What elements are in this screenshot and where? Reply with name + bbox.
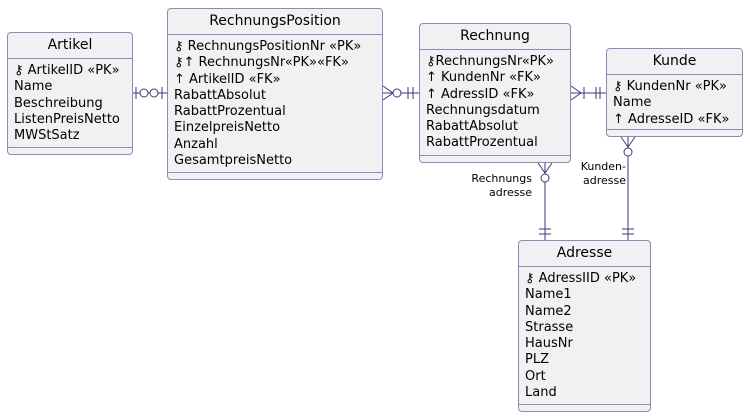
attribute-adressiid: ⚷ AdressIID «PK» bbox=[525, 271, 637, 286]
attribute-list: ⚷RechnungsNr«PK» ↑ KundenNr «FK» ↑ Adres… bbox=[420, 50, 570, 152]
attribute-artikelid: ↑ ArtikelID «FK» bbox=[174, 71, 281, 87]
relation-rechnung-adresse bbox=[537, 162, 553, 240]
label-line: Rechnungs bbox=[471, 172, 532, 185]
attribute-name2: Name2 bbox=[525, 303, 572, 319]
attribute-anzahl: Anzahl bbox=[174, 136, 218, 152]
entity-kunde: Kunde ⚷ KundenNr «PK» Name ↑ AdresseID «… bbox=[606, 48, 743, 137]
attribute-adresseid: ↑ AdresseID «FK» bbox=[613, 111, 730, 127]
relation-artikel-rechnungsposition bbox=[132, 87, 167, 99]
attribute-land: Land bbox=[525, 385, 557, 401]
relation-rechnung-kunde bbox=[570, 85, 606, 101]
entity-title: Adresse bbox=[519, 241, 650, 267]
attribute-rechnungsdatum: Rechnungsdatum bbox=[426, 102, 540, 118]
label-line: Kunden- bbox=[580, 160, 626, 173]
entity-title: RechnungsPosition bbox=[168, 9, 382, 35]
entity-footer-divider bbox=[519, 404, 650, 405]
relationship-label-kundenadresse: Kunden- adresse bbox=[560, 160, 626, 188]
attribute-artikelid: ⚷ ArtikelID «PK» bbox=[14, 63, 120, 78]
relationship-label-rechnungsadresse: Rechnungs adresse bbox=[462, 172, 532, 200]
attribute-adressid: ↑ AdressID «FK» bbox=[426, 86, 535, 102]
attribute-list: ⚷ AdressIID «PK» Name1 Name2 Strasse Hau… bbox=[519, 267, 650, 401]
attribute-kundennr: ⚷ KundenNr «PK» bbox=[613, 79, 727, 94]
entity-footer-divider bbox=[420, 155, 570, 156]
attribute-ort: Ort bbox=[525, 368, 546, 384]
attribute-hausnr: HausNr bbox=[525, 336, 573, 352]
entity-title: Artikel bbox=[8, 33, 132, 59]
attribute-list: ⚷ KundenNr «PK» Name ↑ AdresseID «FK» bbox=[607, 75, 742, 128]
attribute-name1: Name1 bbox=[525, 287, 572, 303]
attribute-list: ⚷ ArtikelID «PK» Name Beschreibung Liste… bbox=[8, 59, 132, 144]
attribute-name: Name bbox=[14, 79, 53, 95]
attribute-kundennr: ↑ KundenNr «FK» bbox=[426, 70, 541, 86]
relation-rechnungsposition-rechnung bbox=[382, 85, 419, 101]
attribute-rechnungsnr: ⚷↑ RechnungsNr«PK»«FK» bbox=[174, 55, 349, 71]
attribute-rabattabsolut: RabattAbsolut bbox=[426, 119, 518, 135]
attribute-einzelpreisnetto: EinzelpreisNetto bbox=[174, 120, 281, 136]
entity-footer-divider bbox=[8, 147, 132, 148]
attribute-listenpreisnetto: ListenPreisNetto bbox=[14, 111, 120, 127]
relation-kunde-adresse bbox=[620, 136, 636, 240]
entity-title: Kunde bbox=[607, 49, 742, 75]
label-line: adresse bbox=[582, 174, 626, 187]
attribute-mwstsatz: MWStSatz bbox=[14, 128, 80, 144]
attribute-rechnungspositionnr: ⚷ RechnungsPositionNr «PK» bbox=[174, 39, 362, 54]
attribute-plz: PLZ bbox=[525, 352, 549, 368]
attribute-strasse: Strasse bbox=[525, 319, 574, 335]
entity-rechnungsposition: RechnungsPosition ⚷ RechnungsPositionNr … bbox=[167, 8, 383, 180]
entity-title: Rechnung bbox=[420, 24, 570, 50]
attribute-gesamtpreisnetto: GesamtpreisNetto bbox=[174, 153, 293, 169]
entity-rechnung: Rechnung ⚷RechnungsNr«PK» ↑ KundenNr «FK… bbox=[419, 23, 571, 163]
attribute-rabattprozentual: RabattProzentual bbox=[426, 135, 538, 151]
entity-footer-divider bbox=[168, 172, 382, 173]
attribute-beschreibung: Beschreibung bbox=[14, 95, 103, 111]
entity-footer-divider bbox=[607, 129, 742, 130]
label-line: adresse bbox=[488, 186, 532, 199]
attribute-rabattabsolut: RabattAbsolut bbox=[174, 87, 266, 103]
attribute-name: Name bbox=[613, 95, 652, 111]
attribute-rabattprozentual: RabattProzentual bbox=[174, 104, 286, 120]
attribute-rechnungsnr: ⚷RechnungsNr«PK» bbox=[426, 54, 554, 69]
entity-artikel: Artikel ⚷ ArtikelID «PK» Name Beschreibu… bbox=[7, 32, 133, 155]
attribute-list: ⚷ RechnungsPositionNr «PK» ⚷↑ RechnungsN… bbox=[168, 35, 382, 169]
entity-adresse: Adresse ⚷ AdressIID «PK» Name1 Name2 Str… bbox=[518, 240, 651, 412]
